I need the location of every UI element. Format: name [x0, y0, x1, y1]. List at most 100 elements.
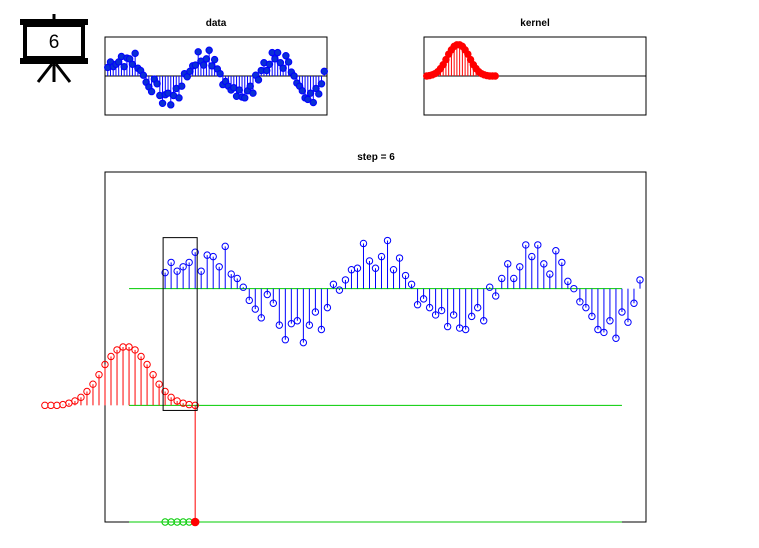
kernel-chart-title: kernel [520, 18, 550, 29]
kernel-point [65, 399, 73, 407]
kernel-point [47, 401, 55, 410]
data-point [167, 101, 175, 109]
signal-point [407, 280, 416, 288]
kernel-point [155, 380, 163, 388]
signal-point [540, 260, 548, 268]
signal-point [630, 299, 638, 307]
signal-point [546, 270, 554, 278]
signal-point [263, 290, 271, 299]
signal-point [353, 264, 362, 272]
signal-point [395, 254, 404, 262]
kernel-point [77, 393, 85, 402]
data-point [320, 67, 328, 76]
signal-point [299, 338, 308, 347]
kernel-point [107, 352, 115, 361]
signal-point [401, 271, 410, 280]
kernel-point [125, 343, 133, 351]
signal-point [600, 328, 608, 337]
kernel-point [41, 401, 49, 410]
signal-point [383, 236, 392, 245]
presentation-board-icon[interactable]: 6 [20, 14, 88, 83]
signal-point [281, 336, 290, 344]
signal-point [522, 241, 530, 249]
kernel-point [101, 360, 109, 369]
signal-point [389, 266, 398, 274]
data-point [178, 82, 186, 90]
signal-point [467, 312, 476, 321]
signal-point [516, 263, 524, 271]
signal-point [275, 321, 284, 329]
signal-point [486, 283, 494, 291]
data-point [309, 98, 317, 107]
kernel-point [113, 346, 121, 354]
board-leg-left [36, 63, 54, 83]
data-point [216, 69, 224, 78]
kernel-point [185, 400, 193, 409]
signal-point [185, 258, 193, 267]
signal-point [341, 276, 350, 284]
signal-point [606, 317, 614, 325]
step-chart-frame [104, 171, 647, 523]
signal-point [576, 298, 584, 306]
board-leg-right [54, 63, 72, 83]
kernel-point [83, 387, 91, 396]
kernel-point [149, 371, 157, 379]
signal-point [594, 325, 602, 334]
data-point [282, 52, 290, 60]
signal-point [245, 296, 253, 305]
signal-point [492, 292, 500, 300]
signal-point [359, 239, 368, 248]
board-bottom-bar [20, 58, 88, 64]
signal-point [335, 286, 344, 294]
signal-point [215, 263, 223, 271]
signal-point [233, 274, 241, 283]
kernel-point [71, 397, 79, 405]
data-point [304, 95, 312, 104]
signal-point [510, 274, 518, 283]
signal-point [558, 258, 566, 267]
signal-point [624, 318, 632, 326]
data-point [284, 58, 293, 66]
signal-point [552, 247, 560, 255]
signal-point [317, 325, 326, 334]
signal-point [377, 252, 386, 261]
signal-point [371, 264, 380, 272]
signal-point [191, 248, 199, 256]
signal-point [582, 303, 590, 312]
signal-point [161, 268, 169, 277]
data-point [131, 49, 139, 58]
signal-point [528, 252, 536, 261]
signal-point [461, 325, 470, 334]
data-point [315, 90, 323, 98]
signal-point [293, 317, 302, 325]
data-point [273, 48, 282, 57]
signal-point [209, 252, 217, 261]
kernel-point [167, 393, 175, 402]
signal-point [257, 314, 265, 322]
kernel-point [53, 401, 61, 410]
signal-point [269, 299, 278, 307]
signal-point [221, 242, 229, 251]
data-chart-title: data [206, 18, 227, 29]
signal-point [636, 276, 644, 284]
signal-point [323, 303, 332, 312]
signal-point [329, 280, 338, 288]
data-point [210, 55, 219, 64]
signal-point [425, 303, 434, 312]
overlap-window [162, 237, 198, 411]
signal-point [534, 241, 542, 249]
signal-point [431, 311, 440, 319]
signal-point [588, 312, 596, 321]
signal-point [564, 277, 572, 286]
data-point [249, 89, 257, 97]
signal-point [612, 334, 620, 342]
kernel-point [143, 360, 151, 369]
signal-point [449, 311, 458, 319]
kernel-point [491, 72, 499, 80]
kernel-point [89, 380, 97, 388]
